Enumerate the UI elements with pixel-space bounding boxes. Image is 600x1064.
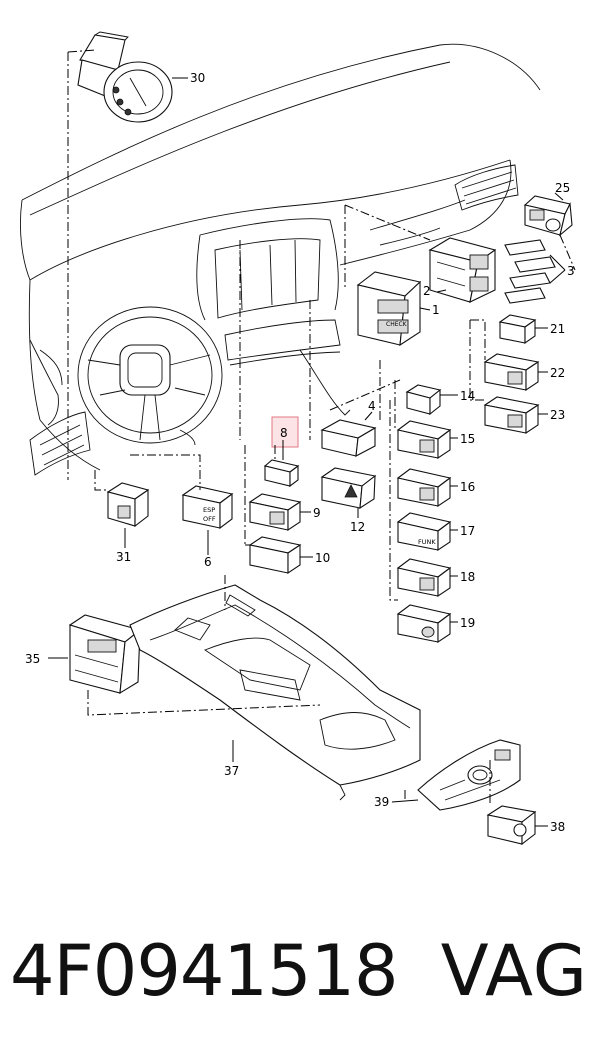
part-17-funk-switch: FUNK xyxy=(396,512,452,552)
callout-22: 22 xyxy=(550,366,565,380)
part-8-cover xyxy=(263,416,300,488)
callout-1: 1 xyxy=(432,303,440,317)
callout-25: 25 xyxy=(555,181,570,195)
part-35-module xyxy=(68,614,142,695)
part-1-switch-panel: CHECK xyxy=(356,271,422,347)
esp-label-bottom: OFF xyxy=(203,515,216,523)
part-30-headlight-switch xyxy=(77,31,173,123)
part-12-hazard-switch xyxy=(320,467,377,510)
part-15-switch xyxy=(396,420,452,460)
part-31-switch xyxy=(106,482,150,528)
part-19-switch xyxy=(396,604,452,644)
part-38-switch xyxy=(486,805,537,846)
part-16-switch xyxy=(396,468,452,508)
exploded-parts-diagram: CHECK ESP OFF xyxy=(20,31,576,846)
callout-30: 30 xyxy=(190,71,205,85)
callout-14: 14 xyxy=(460,389,475,403)
caption-bar: 4F0941518 VAG xyxy=(0,930,600,1040)
part-10-switch xyxy=(248,536,302,575)
callout-4: 4 xyxy=(368,399,376,413)
part-4-hazard-housing xyxy=(320,419,377,457)
callout-38: 38 xyxy=(550,820,565,834)
callout-35: 35 xyxy=(25,652,40,666)
brand-text: VAG xyxy=(440,930,588,1012)
callout-17: 17 xyxy=(460,524,475,538)
callout-39: 39 xyxy=(374,795,389,809)
callout-12: 12 xyxy=(350,520,365,534)
dashed-guide-lines xyxy=(67,49,576,806)
part-37-center-console xyxy=(129,584,421,801)
part-18-switch xyxy=(396,558,452,598)
callout-numbers: 30 25 3 2 1 4 8 9 10 12 14 15 16 17 18 1… xyxy=(25,71,575,834)
callout-8: 8 xyxy=(280,426,288,440)
part-3-clips xyxy=(504,239,556,304)
callout-3: 3 xyxy=(567,264,575,278)
part-9-switch xyxy=(248,493,302,532)
part-21-blank xyxy=(498,314,537,345)
part-14-blank xyxy=(405,384,442,416)
callout-37: 37 xyxy=(224,764,239,778)
steering-wheel xyxy=(77,306,223,446)
funk-label: FUNK xyxy=(418,538,436,546)
part-39-console-trim xyxy=(417,739,521,811)
callout-23: 23 xyxy=(550,408,565,422)
callout-18: 18 xyxy=(460,570,475,584)
callout-31: 31 xyxy=(116,550,131,564)
part-23-switch xyxy=(483,396,540,435)
part-2-switch-panel xyxy=(428,237,497,303)
part-25-switch xyxy=(523,195,573,237)
callout-6: 6 xyxy=(204,555,212,569)
callout-9: 9 xyxy=(313,506,321,520)
part-number-text: 4F0941518 xyxy=(10,930,399,1012)
callout-15: 15 xyxy=(460,432,475,446)
part-22-switch xyxy=(483,353,540,392)
check-label: CHECK xyxy=(386,321,408,328)
callout-19: 19 xyxy=(460,616,475,630)
callout-21: 21 xyxy=(550,322,565,336)
callout-10: 10 xyxy=(315,551,330,565)
leader-lines xyxy=(48,77,566,827)
part-8-highlight xyxy=(271,416,299,448)
callout-16: 16 xyxy=(460,480,475,494)
part-6-esp-switch: ESP OFF xyxy=(181,485,234,530)
callout-2: 2 xyxy=(423,284,431,298)
esp-label-top: ESP xyxy=(203,506,215,514)
